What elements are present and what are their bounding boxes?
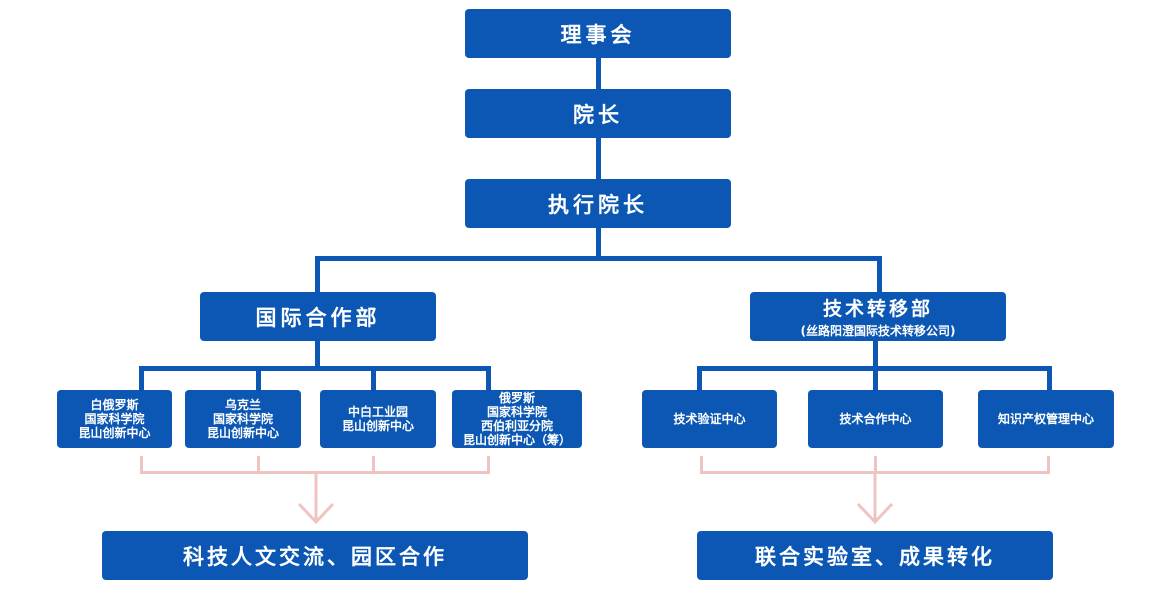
pink-intl-tick-3 [372,456,375,473]
connector-branch-right [877,256,882,292]
connector-intl-drop-1 [139,366,144,390]
connector-intl-trunk [315,340,320,370]
center-line: 知识产权管理中心 [997,412,1094,426]
intl-outcome-box: 科技人文交流、园区合作 [102,531,528,580]
pink-tech-tick-1 [700,456,703,473]
tech-dept-box: 技术转移部 (丝路阳澄国际技术转移公司) [750,292,1006,341]
tech-dept-label: 技术转移部 [822,298,933,320]
board-box: 理事会 [465,9,731,58]
center-ukraine: 乌克兰 国家科学院 昆山创新中心 [185,390,301,448]
connector-branch-horizontal [315,256,882,261]
pink-intl-arrow [297,471,335,525]
president-box: 院长 [465,89,731,138]
intl-dept-label: 国际合作部 [255,305,381,330]
exec-president-label: 执行院长 [548,192,648,217]
center-line: 国家科学院 [212,412,273,426]
center-line: 乌克兰 [224,398,261,412]
center-tech-verification: 技术验证中心 [642,390,777,448]
center-line: 昆山创新中心 [206,426,279,440]
center-line: 西伯利亚分院 [480,419,553,433]
connector-tech-drop-2 [873,366,878,390]
pink-intl-tick-4 [487,456,490,473]
center-line: 国家科学院 [84,412,145,426]
center-line: 俄罗斯 [498,391,535,405]
connector-branch-left [315,256,320,292]
president-label: 院长 [573,102,623,127]
connector-tech-drop-3 [1047,366,1052,390]
pink-intl-tick-1 [140,456,143,473]
connector-intl-drop-3 [371,366,376,390]
pink-intl-tick-2 [257,456,260,473]
center-ip-management: 知识产权管理中心 [978,390,1114,448]
center-belarus: 白俄罗斯 国家科学院 昆山创新中心 [57,390,172,448]
center-china-belarus-park: 中白工业园 昆山创新中心 [320,390,436,448]
tech-dept-sublabel: (丝路阳澄国际技术转移公司) [800,324,956,338]
pink-tech-arrow [856,471,894,525]
tech-outcome-box: 联合实验室、成果转化 [697,531,1053,580]
connector-president-exec [596,137,601,179]
center-russia: 俄罗斯 国家科学院 西伯利亚分院 昆山创新中心（筹） [452,390,582,448]
center-line: 昆山创新中心 [78,426,151,440]
connector-intl-drop-2 [256,366,261,390]
center-line: 技术验证中心 [673,412,746,426]
intl-outcome-label: 科技人文交流、园区合作 [183,544,447,569]
connector-tech-trunk [873,340,878,370]
center-line: 技术合作中心 [839,412,912,426]
connector-board-president [596,57,601,89]
board-label: 理事会 [560,22,636,47]
center-line: 昆山创新中心 [341,419,414,433]
tech-outcome-label: 联合实验室、成果转化 [755,544,995,569]
center-tech-cooperation: 技术合作中心 [808,390,943,448]
connector-exec-trunk [596,227,601,260]
connector-intl-drop-4 [486,366,491,390]
exec-president-box: 执行院长 [465,179,731,228]
intl-dept-box: 国际合作部 [200,292,436,341]
center-line: 昆山创新中心（筹） [462,433,571,447]
pink-tech-tick-2 [874,456,877,473]
pink-tech-tick-3 [1047,456,1050,473]
center-line: 中白工业园 [347,405,408,419]
center-line: 白俄罗斯 [90,398,139,412]
connector-tech-drop-1 [697,366,702,390]
center-line: 国家科学院 [486,405,547,419]
connector-intl-horizontal [139,366,491,371]
